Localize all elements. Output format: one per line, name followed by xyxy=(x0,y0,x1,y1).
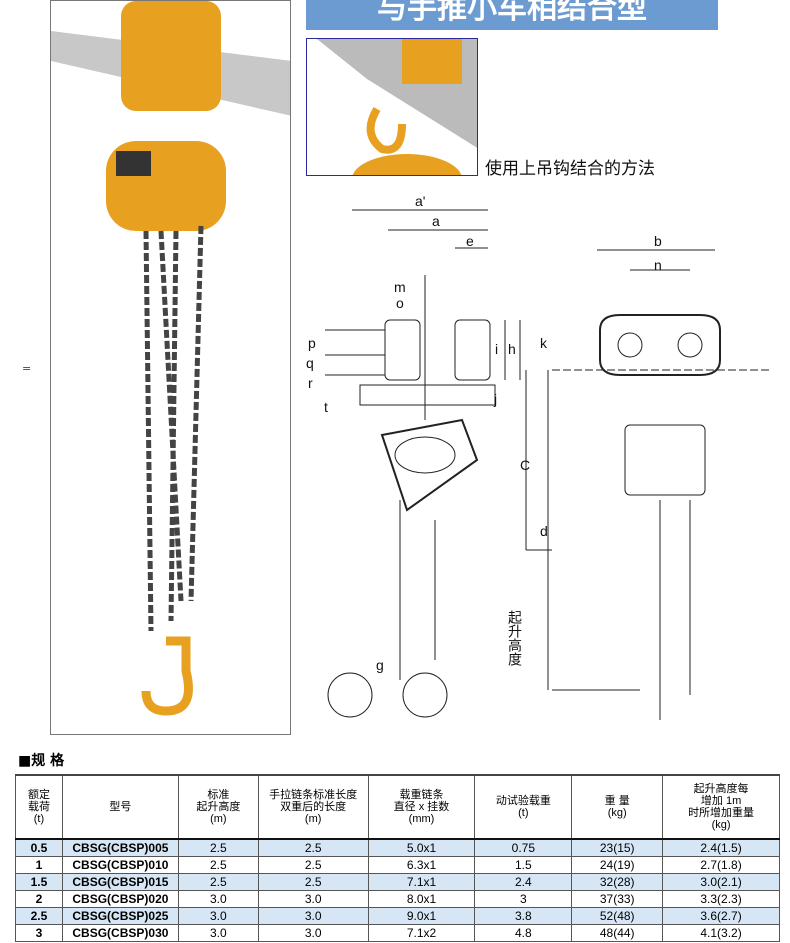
table-cell: 0.5 xyxy=(15,839,63,857)
table-cell: 2.4 xyxy=(474,873,572,891)
dim-C: C xyxy=(520,457,530,473)
column-header: 额定 载荷 (t) xyxy=(15,774,63,840)
table-cell: 37(33) xyxy=(571,890,663,908)
marker-text: = xyxy=(22,362,32,375)
table-cell: 8.0x1 xyxy=(367,890,475,908)
dim-g: g xyxy=(376,657,384,673)
dim-m: m xyxy=(394,279,406,295)
table-cell: 52(48) xyxy=(571,907,663,925)
dim-q: q xyxy=(306,355,314,371)
chain-hoist-illustration xyxy=(51,1,290,716)
dim-d: d xyxy=(540,523,548,539)
hook-detail-photo xyxy=(306,38,478,176)
table-cell: 3.0 xyxy=(257,907,369,925)
dim-i: i xyxy=(495,341,498,357)
column-header: 起升高度每 增加 1m 时所增加重量 (kg) xyxy=(662,774,780,840)
column-header: 型号 xyxy=(61,774,179,840)
table-cell: 2.5 xyxy=(257,873,369,891)
dim-t: t xyxy=(324,399,328,415)
table-cell: 2.5 xyxy=(257,856,369,874)
table-cell: 2.4(1.5) xyxy=(662,839,780,857)
column-header: 载重链条 直径 x 挂数 (mm) xyxy=(367,774,475,840)
table-cell: 4.1(3.2) xyxy=(662,924,780,942)
dim-b: b xyxy=(654,233,662,249)
table-cell: 3.0(2.1) xyxy=(662,873,780,891)
table-cell: 3.0 xyxy=(257,924,369,942)
dim-p: p xyxy=(308,335,316,351)
table-cell: 2.5 xyxy=(177,873,259,891)
table-cell: 3 xyxy=(474,890,572,908)
table-cell: 7.1x1 xyxy=(367,873,475,891)
photo-caption: 使用上吊钩结合的方法 xyxy=(485,159,655,179)
table-cell: 2.5 xyxy=(177,839,259,857)
table-cell: 32(28) xyxy=(571,873,663,891)
table-cell: 2.5 xyxy=(257,839,369,857)
dim-j: j xyxy=(493,391,497,407)
table-cell: CBSG(CBSP)010 xyxy=(61,856,179,874)
table-cell: 2.5 xyxy=(177,856,259,874)
table-cell: 3.0 xyxy=(177,907,259,925)
dim-a-prime: a' xyxy=(415,193,425,209)
table-cell: 23(15) xyxy=(571,839,663,857)
table-cell: 6.3x1 xyxy=(367,856,475,874)
dimension-diagram: a' a e m o p q r t i h j k b n C d g 起升高… xyxy=(306,193,770,720)
spec-section-title: ■规 格 xyxy=(18,753,65,769)
table-cell: 3.0 xyxy=(177,890,259,908)
table-cell: 2 xyxy=(15,890,63,908)
product-photo xyxy=(50,0,291,735)
dim-e: e xyxy=(466,233,474,249)
table-cell: CBSG(CBSP)015 xyxy=(61,873,179,891)
dim-o: o xyxy=(396,295,404,311)
column-header: 动试验载重 (t) xyxy=(474,774,572,840)
dim-r: r xyxy=(308,375,313,391)
column-header: 重 量 (kg) xyxy=(571,774,663,840)
table-cell: 3 xyxy=(15,924,63,942)
table-cell: 2.7(1.8) xyxy=(662,856,780,874)
table-cell: 1.5 xyxy=(15,873,63,891)
column-header: 手拉链条标准长度 双重后的长度 (m) xyxy=(257,774,369,840)
dim-a: a xyxy=(432,213,440,229)
dim-h: h xyxy=(508,341,516,357)
table-cell: 7.1x2 xyxy=(367,924,475,942)
dim-k: k xyxy=(540,335,548,351)
table-cell: CBSG(CBSP)030 xyxy=(61,924,179,942)
table-cell: 1.5 xyxy=(474,856,572,874)
table-cell: CBSG(CBSP)025 xyxy=(61,907,179,925)
page-title: 与手推小车相结合型 xyxy=(306,0,718,30)
table-cell: 4.8 xyxy=(474,924,572,942)
table-cell: 48(44) xyxy=(571,924,663,942)
table-cell: 3.6(2.7) xyxy=(662,907,780,925)
table-cell: 2.5 xyxy=(15,907,63,925)
table-cell: 24(19) xyxy=(571,856,663,874)
spec-table: 额定 载荷 (t)型号标准 起升高度 (m)手拉链条标准长度 双重后的长度 (m… xyxy=(15,774,780,942)
column-header: 标准 起升高度 (m) xyxy=(177,774,259,840)
table-cell: 3.0 xyxy=(177,924,259,942)
table-cell: CBSG(CBSP)020 xyxy=(61,890,179,908)
table-cell: 9.0x1 xyxy=(367,907,475,925)
table-cell: 1 xyxy=(15,856,63,874)
lift-height-label: 起升高度 xyxy=(507,610,523,666)
dim-n: n xyxy=(654,257,662,273)
table-cell: 0.75 xyxy=(474,839,572,857)
table-header-row: 额定 载荷 (t)型号标准 起升高度 (m)手拉链条标准长度 双重后的长度 (m… xyxy=(15,774,780,840)
table-cell: 3.0 xyxy=(257,890,369,908)
table-cell: 5.0x1 xyxy=(367,839,475,857)
table-cell: 3.3(2.3) xyxy=(662,890,780,908)
table-cell: CBSG(CBSP)005 xyxy=(61,839,179,857)
table-cell: 3.8 xyxy=(474,907,572,925)
